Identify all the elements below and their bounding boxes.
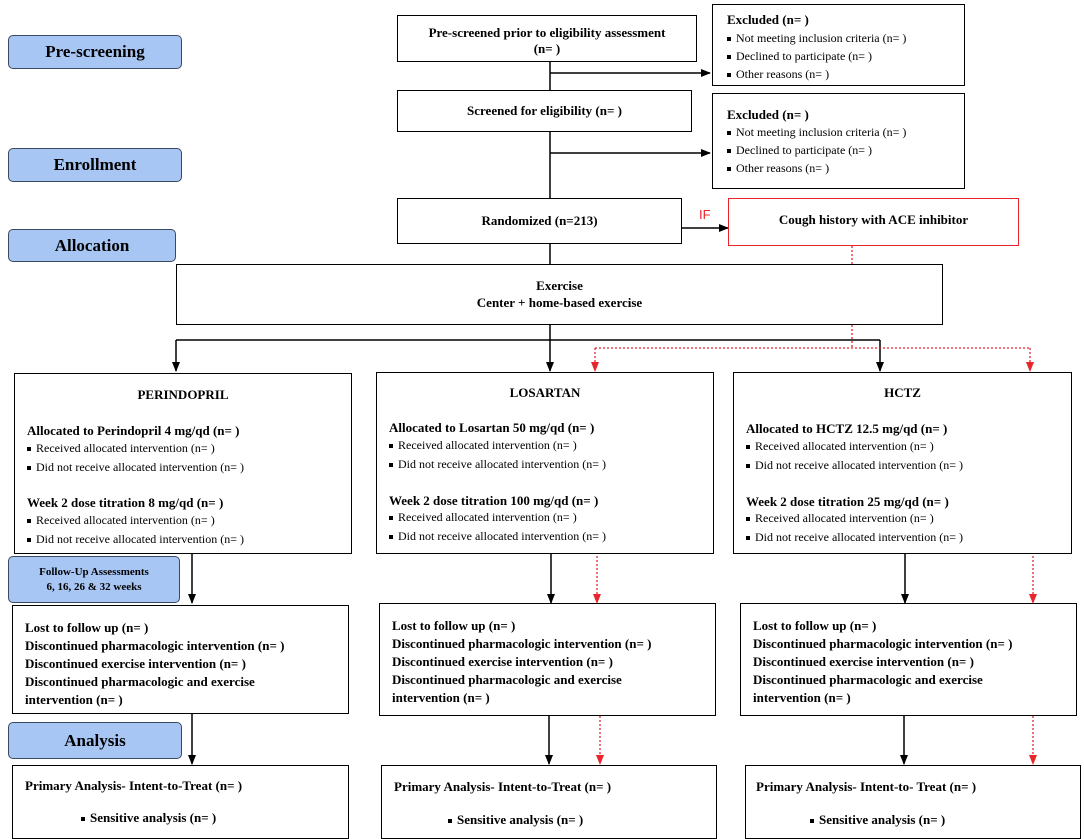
- followup-lost: Lost to follow up (n= ): [753, 618, 877, 633]
- arm-not-received-2: Did not receive allocated intervention (…: [389, 529, 606, 544]
- excluded-1-item: Other reasons (n= ): [727, 67, 829, 82]
- followup-pharm: Discontinued pharmacologic intervention …: [25, 638, 285, 653]
- arm-not-received-2: Did not receive allocated intervention (…: [746, 530, 963, 545]
- excluded-1-item: Declined to participate (n= ): [727, 49, 872, 64]
- prescreen-box: Pre-screened prior to eligibility assess…: [397, 15, 697, 62]
- stage-allocation-label: Allocation: [54, 235, 130, 255]
- stage-followup: Follow-Up Assessments 6, 16, 26 & 32 wee…: [8, 556, 180, 603]
- arm-box-perindopril: PERINDOPRIL Allocated to Perindopril 4 m…: [14, 373, 352, 554]
- if-label: IF: [699, 207, 711, 222]
- excluded-2-item: Other reasons (n= ): [727, 161, 829, 176]
- stage-prescreening: Pre-screening: [8, 35, 182, 69]
- exercise-box: Exercise Center + home-based exercise: [176, 264, 943, 325]
- exercise-line2: Center + home-based exercise: [476, 295, 643, 310]
- stage-enrollment: Enrollment: [8, 148, 182, 182]
- exercise-line1: Exercise: [536, 278, 583, 293]
- followup-exercise: Discontinued exercise intervention (n= ): [392, 654, 613, 669]
- analysis-box-hctz: Primary Analysis- Intent-to- Treat (n= )…: [745, 765, 1081, 839]
- followup-both-1: Discontinued pharmacologic and exercise: [753, 672, 983, 687]
- analysis-sensitive: Sensitive analysis (n= ): [810, 812, 945, 828]
- excluded-2-item: Not meeting inclusion criteria (n= ): [727, 125, 906, 140]
- prescreen-line1: Pre-screened prior to eligibility assess…: [428, 25, 666, 40]
- arm-received-2: Received allocated intervention (n= ): [389, 510, 577, 525]
- followup-lost: Lost to follow up (n= ): [25, 620, 149, 635]
- followup-box-hctz: Lost to follow up (n= ) Discontinued pha…: [740, 603, 1077, 716]
- arm-received-2: Received allocated intervention (n= ): [746, 511, 934, 526]
- followup-lost: Lost to follow up (n= ): [392, 618, 516, 633]
- followup-pharm: Discontinued pharmacologic intervention …: [392, 636, 652, 651]
- analysis-box-perindopril: Primary Analysis- Intent-to-Treat (n= ) …: [12, 765, 349, 839]
- arm-titration: Week 2 dose titration 100 mg/qd (n= ): [389, 493, 599, 508]
- analysis-sensitive: Sensitive analysis (n= ): [81, 810, 216, 826]
- arm-titration: Week 2 dose titration 25 mg/qd (n= ): [746, 494, 949, 509]
- arm-not-received: Did not receive allocated intervention (…: [27, 460, 244, 475]
- prescreen-line2: (n= ): [533, 41, 561, 56]
- screened-box: Screened for eligibility (n= ): [397, 90, 692, 132]
- followup-both-1: Discontinued pharmacologic and exercise: [25, 674, 255, 689]
- arm-received: Received allocated intervention (n= ): [27, 441, 215, 456]
- stage-allocation: Allocation: [8, 229, 176, 262]
- arm-name: LOSARTAN: [509, 385, 581, 400]
- followup-box-losartan: Lost to follow up (n= ) Discontinued pha…: [379, 603, 716, 716]
- followup-both-2: intervention (n= ): [753, 690, 851, 705]
- followup-exercise: Discontinued exercise intervention (n= ): [25, 656, 246, 671]
- followup-pharm: Discontinued pharmacologic intervention …: [753, 636, 1013, 651]
- followup-both-1: Discontinued pharmacologic and exercise: [392, 672, 622, 687]
- arm-not-received: Did not receive allocated intervention (…: [389, 457, 606, 472]
- followup-both-2: intervention (n= ): [25, 692, 123, 707]
- stage-analysis-label: Analysis: [64, 730, 126, 750]
- stage-followup-line2: 6, 16, 26 & 32 weeks: [46, 580, 142, 593]
- arm-received: Received allocated intervention (n= ): [746, 439, 934, 454]
- followup-exercise: Discontinued exercise intervention (n= ): [753, 654, 974, 669]
- followup-both-2: intervention (n= ): [392, 690, 490, 705]
- arm-allocated: Allocated to Perindopril 4 mg/qd (n= ): [27, 423, 240, 438]
- stage-followup-line1: Follow-Up Assessments: [39, 565, 149, 578]
- arm-not-received-2: Did not receive allocated intervention (…: [27, 532, 244, 547]
- arm-name: HCTZ: [884, 385, 921, 400]
- excluded-1-item: Not meeting inclusion criteria (n= ): [727, 31, 906, 46]
- arm-allocated: Allocated to Losartan 50 mg/qd (n= ): [389, 420, 595, 435]
- cough-label: Cough history with ACE inhibitor: [778, 212, 969, 227]
- arm-received: Received allocated intervention (n= ): [389, 438, 577, 453]
- followup-box-perindopril: Lost to follow up (n= ) Discontinued pha…: [12, 605, 349, 714]
- stage-prescreening-label: Pre-screening: [45, 42, 145, 61]
- excluded-2-title: Excluded (n= ): [727, 107, 809, 122]
- arm-allocated: Allocated to HCTZ 12.5 mg/qd (n= ): [746, 421, 948, 436]
- analysis-sensitive: Sensitive analysis (n= ): [448, 812, 583, 828]
- analysis-primary: Primary Analysis- Intent-to-Treat (n= ): [394, 779, 612, 794]
- arm-received-2: Received allocated intervention (n= ): [27, 513, 215, 528]
- excluded-box-2: Excluded (n= ) Not meeting inclusion cri…: [712, 93, 965, 189]
- screened-label: Screened for eligibility (n= ): [467, 103, 622, 118]
- excluded-1-title: Excluded (n= ): [727, 12, 809, 27]
- stage-enrollment-label: Enrollment: [53, 155, 137, 174]
- analysis-box-losartan: Primary Analysis- Intent-to-Treat (n= ) …: [381, 765, 717, 839]
- arm-name: PERINDOPRIL: [137, 387, 229, 402]
- analysis-primary: Primary Analysis- Intent-to-Treat (n= ): [25, 778, 243, 793]
- arm-box-losartan: LOSARTAN Allocated to Losartan 50 mg/qd …: [376, 372, 714, 554]
- analysis-primary: Primary Analysis- Intent-to- Treat (n= ): [756, 779, 977, 794]
- arm-not-received: Did not receive allocated intervention (…: [746, 458, 963, 473]
- cough-box: Cough history with ACE inhibitor: [728, 198, 1019, 246]
- arm-box-hctz: HCTZ Allocated to HCTZ 12.5 mg/qd (n= ) …: [733, 372, 1072, 554]
- stage-analysis: Analysis: [8, 722, 182, 759]
- randomized-label: Randomized (n=213): [481, 213, 598, 228]
- arm-titration: Week 2 dose titration 8 mg/qd (n= ): [27, 495, 224, 510]
- excluded-box-1: Excluded (n= ) Not meeting inclusion cri…: [712, 4, 965, 86]
- excluded-2-item: Declined to participate (n= ): [727, 143, 872, 158]
- randomized-box: Randomized (n=213): [397, 198, 682, 244]
